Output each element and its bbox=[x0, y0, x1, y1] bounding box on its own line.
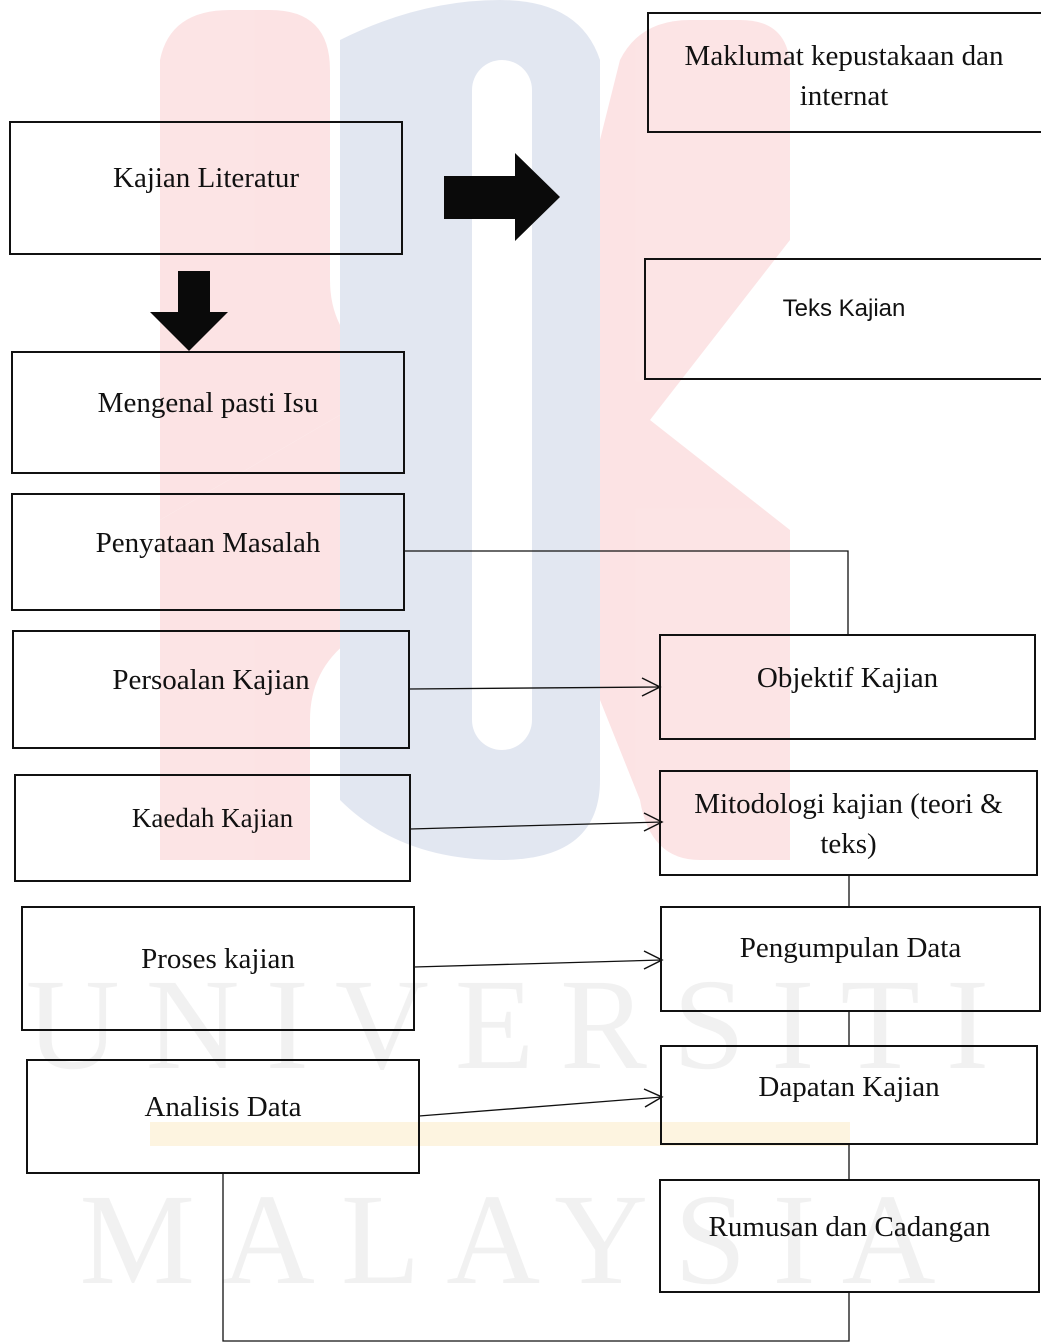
box-proses-kajian-label: Proses kajian bbox=[141, 943, 295, 975]
box-analisis-data-label: Analisis Data bbox=[144, 1091, 302, 1123]
analisis-to-dapatan-line bbox=[418, 1096, 663, 1117]
box-objektif-kajian-label: Objektif Kajian bbox=[756, 662, 939, 694]
kaedah-to-mitodologi-line bbox=[409, 821, 663, 830]
box-teks-kajian: Teks Kajian bbox=[644, 258, 1041, 380]
box-objektif-kajian: Objektif Kajian bbox=[659, 634, 1036, 740]
box-persoalan-kajian-label: Persoalan Kajian bbox=[112, 664, 310, 696]
kaedah-arrowhead bbox=[643, 812, 664, 832]
proses-arrowhead bbox=[643, 950, 664, 970]
box-dapatan-kajian-label: Dapatan Kajian bbox=[758, 1071, 940, 1103]
box-analisis-data: Analisis Data bbox=[26, 1059, 420, 1174]
right-block-arrow bbox=[444, 153, 560, 241]
watermark-red-right-shape bbox=[560, 20, 790, 420]
box-rumusan-cadangan-label: Rumusan dan Cadangan bbox=[708, 1211, 991, 1243]
box-maklumat-label: Maklumat kepustakaan dan internat bbox=[684, 40, 1004, 112]
watermark-red-right-lower-shape bbox=[560, 420, 790, 860]
watermark-gold-bar bbox=[150, 1122, 850, 1146]
box-teks-kajian-label: Teks Kajian bbox=[782, 295, 906, 322]
proses-to-pengumpulan-line bbox=[413, 959, 663, 968]
analisis-to-rumusan-bottom-line bbox=[222, 1173, 850, 1342]
box-pengumpulan-data: Pengumpulan Data bbox=[660, 906, 1041, 1012]
box-penyataan-masalah-label: Penyataan Masalah bbox=[95, 527, 321, 559]
box-mitodologi-kajian: Mitodologi kajian (teori & teks) bbox=[659, 770, 1038, 876]
persoalan-to-objektif-line bbox=[408, 686, 661, 690]
box-pengumpulan-data-label: Pengumpulan Data bbox=[739, 932, 962, 964]
box-kaedah-kajian: Kaedah Kajian bbox=[14, 774, 411, 882]
box-maklumat-kepustakaan: Maklumat kepustakaan dan internat bbox=[647, 12, 1041, 133]
box-dapatan-kajian: Dapatan Kajian bbox=[660, 1045, 1038, 1145]
watermark-text-malaysia: MALAYSIA bbox=[79, 1168, 962, 1312]
box-proses-kajian: Proses kajian bbox=[21, 906, 415, 1031]
box-persoalan-kajian: Persoalan Kajian bbox=[12, 630, 410, 749]
analisis-arrowhead bbox=[643, 1088, 664, 1108]
watermark-text-universiti: UNIVERSITI bbox=[25, 953, 1016, 1097]
watermark-red-shape bbox=[160, 10, 400, 520]
watermark-red-lower-shape bbox=[160, 380, 470, 860]
box-mengenal-pasti-isu: Mengenal pasti Isu bbox=[11, 351, 405, 474]
box-mitodologi-label: Mitodologi kajian (teori & teks) bbox=[694, 788, 1003, 860]
down-block-arrow bbox=[150, 271, 228, 351]
box-kajian-literatur-label: Kajian Literatur bbox=[113, 162, 299, 194]
box-kajian-literatur: Kajian Literatur bbox=[9, 121, 403, 255]
box-kaedah-kajian-label: Kaedah Kajian bbox=[131, 803, 294, 833]
penyataan-to-objektif-line bbox=[404, 550, 849, 636]
box-penyataan-masalah: Penyataan Masalah bbox=[11, 493, 405, 611]
box-rumusan-cadangan: Rumusan dan Cadangan bbox=[659, 1179, 1040, 1293]
box-mengenal-pasti-label: Mengenal pasti Isu bbox=[97, 387, 319, 419]
